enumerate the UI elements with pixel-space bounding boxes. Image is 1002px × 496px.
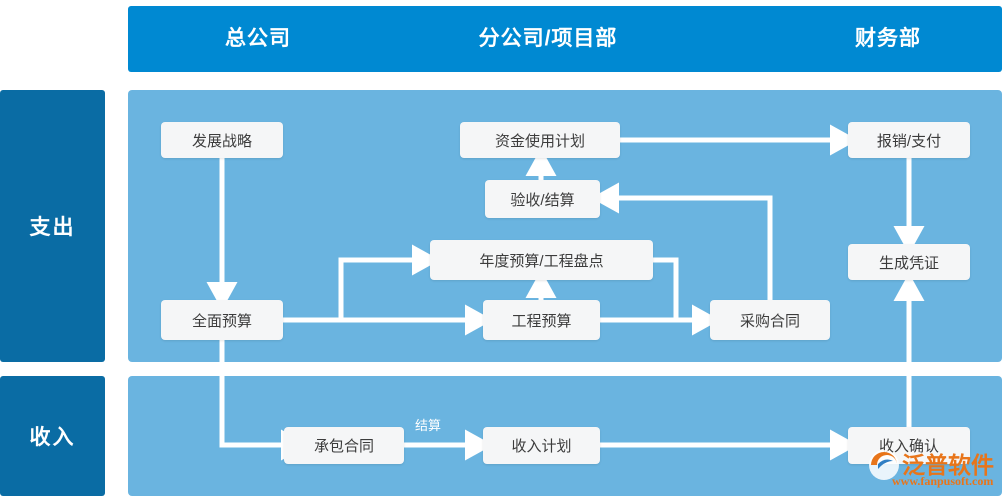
header-column-branch-project: 分公司/项目部	[478, 27, 618, 50]
node-fund-usage-plan-label: 资金使用计划	[494, 132, 585, 150]
watermark-brand: 泛普软件	[902, 452, 994, 478]
watermark-url: www.fanpusoft.com	[892, 474, 994, 488]
node-contracting-agreement[interactable]: 承包合同	[284, 427, 404, 464]
node-project-budget-label: 工程预算	[511, 312, 572, 330]
node-contracting-agreement-label: 承包合同	[313, 438, 374, 455]
node-development-strategy-label: 发展战略	[191, 132, 252, 150]
edge-label-settlement: 结算	[415, 418, 442, 433]
node-reimbursement-payment[interactable]: 报销/支付	[848, 122, 970, 158]
sidebar-item-expenditure-label: 支出	[29, 216, 76, 239]
fanpu-logo-icon	[869, 450, 899, 480]
node-acceptance-settlement-label: 验收/结算	[510, 191, 575, 209]
watermark: 泛普软件 www.fanpusoft.com	[866, 444, 1002, 496]
header-bar: 总公司 分公司/项目部 财务部	[128, 6, 1002, 72]
header-column-head-office: 总公司	[225, 27, 291, 50]
node-overall-budget-label: 全面预算	[191, 312, 252, 330]
sidebar-item-income: 收入	[0, 376, 105, 496]
node-acceptance-settlement[interactable]: 验收/结算	[485, 180, 600, 218]
node-overall-budget[interactable]: 全面预算	[161, 300, 283, 340]
node-project-budget[interactable]: 工程预算	[483, 300, 600, 340]
sidebar-item-expenditure: 支出	[0, 90, 105, 362]
sidebar-item-income-label: 收入	[29, 426, 76, 449]
node-development-strategy[interactable]: 发展战略	[161, 122, 283, 158]
node-generate-voucher-label: 生成凭证	[878, 254, 939, 272]
node-annual-budget-project-inventory[interactable]: 年度预算/工程盘点	[430, 240, 653, 280]
node-income-confirmation-label: 收入确认	[878, 438, 939, 455]
node-annual-budget-project-inventory-label: 年度预算/工程盘点	[479, 252, 604, 270]
node-reimbursement-payment-label: 报销/支付	[876, 132, 942, 150]
node-income-confirmation[interactable]: 收入确认	[848, 427, 970, 464]
node-purchase-contract-label: 采购合同	[739, 312, 800, 330]
node-purchase-contract[interactable]: 采购合同	[710, 300, 830, 340]
node-fund-usage-plan[interactable]: 资金使用计划	[460, 122, 620, 158]
node-generate-voucher[interactable]: 生成凭证	[848, 244, 970, 280]
node-income-plan-label: 收入计划	[511, 438, 572, 455]
header-column-finance: 财务部	[855, 27, 921, 50]
node-income-plan[interactable]: 收入计划	[483, 427, 600, 464]
